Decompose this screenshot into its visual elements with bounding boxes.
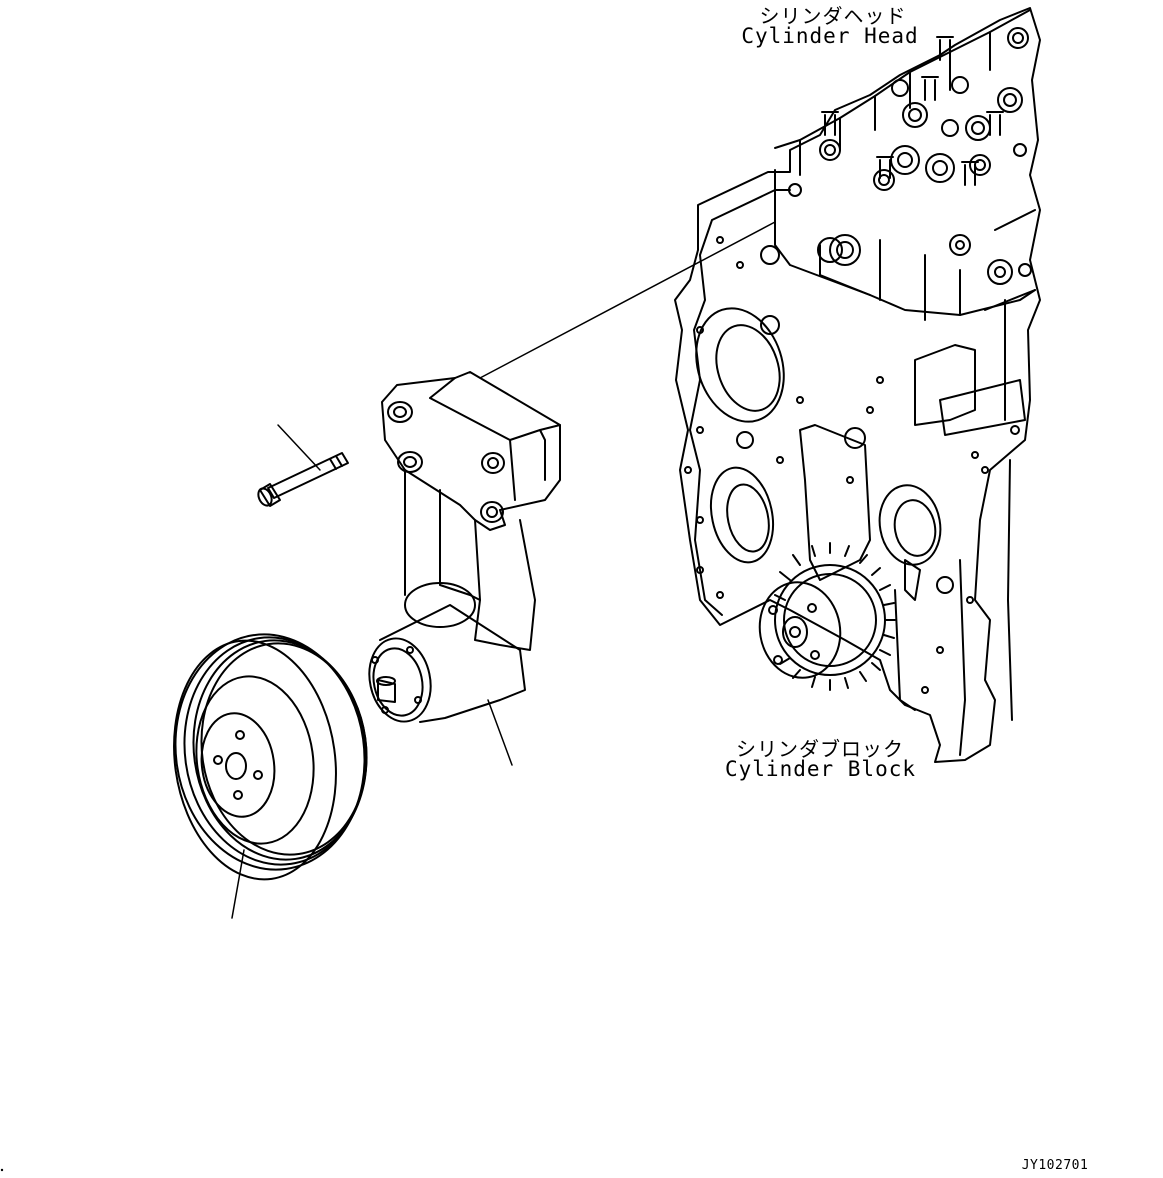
- cylinder-block-label-jp: シリンダブロック: [736, 737, 904, 761]
- cylinder-head: [774, 9, 1036, 321]
- bolt: [257, 424, 349, 507]
- cylinder-block: [674, 7, 1041, 763]
- drawing-code: JY102701: [1021, 1158, 1089, 1173]
- cylinder-block-label: Cylinder Block: [725, 757, 917, 781]
- cylinder-head-label: Cylinder Head: [741, 24, 919, 48]
- bracket-with-idler: [368, 371, 561, 766]
- pulley: [173, 633, 368, 919]
- cylinder-head-label-jp: シリンダヘッド: [759, 4, 907, 28]
- bracket-leader-line: [479, 221, 776, 379]
